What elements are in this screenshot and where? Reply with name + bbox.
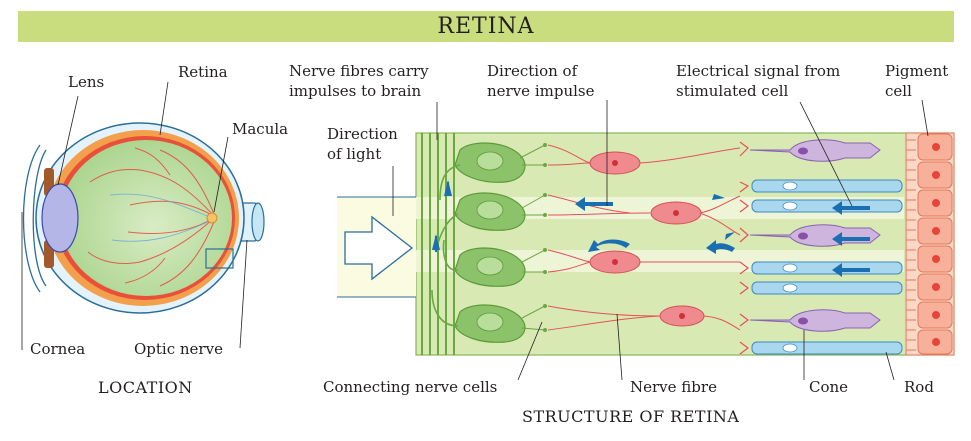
label-connecting-cells: Connecting nerve cells <box>323 378 498 396</box>
label-direction-light-line1: Direction <box>327 125 398 143</box>
eye-illustration <box>21 81 265 350</box>
retina-structure <box>337 99 955 381</box>
impulse-arrows <box>432 180 870 277</box>
label-electrical-signal-line2: stimulated cell <box>676 82 789 100</box>
label-rod: Rod <box>904 378 934 396</box>
pigment-cells <box>905 132 955 356</box>
connecting-fibres <box>547 144 741 331</box>
label-direction-impulse-line1: Direction of <box>487 62 578 80</box>
label-optic-nerve: Optic nerve <box>134 340 223 358</box>
label-lens: Lens <box>68 73 105 91</box>
label-direction-impulse-line2: nerve impulse <box>487 82 595 100</box>
label-macula: Macula <box>232 120 289 138</box>
label-nerve-fibres-line2: impulses to brain <box>289 82 422 100</box>
blood-vessels <box>87 147 215 287</box>
label-nerve-fibre: Nerve fibre <box>630 378 717 396</box>
label-electrical-signal-line1: Electrical signal from <box>676 62 841 80</box>
label-cone: Cone <box>809 378 849 396</box>
title-banner: RETINA <box>18 11 954 42</box>
page-title: RETINA <box>437 14 535 39</box>
caption-structure: STRUCTURE OF RETINA <box>522 407 740 426</box>
light-arrow <box>344 215 414 281</box>
label-retina: Retina <box>178 63 228 81</box>
label-nerve-fibres-line1: Nerve fibres carry <box>289 62 429 80</box>
label-cornea: Cornea <box>30 340 86 358</box>
vitreous-shape <box>60 140 232 296</box>
label-direction-light-line2: of light <box>327 145 382 163</box>
lens-shape <box>41 183 79 253</box>
label-pigment-line1: Pigment <box>885 62 949 80</box>
label-pigment-line2: cell <box>885 82 912 100</box>
caption-location: LOCATION <box>98 378 193 397</box>
